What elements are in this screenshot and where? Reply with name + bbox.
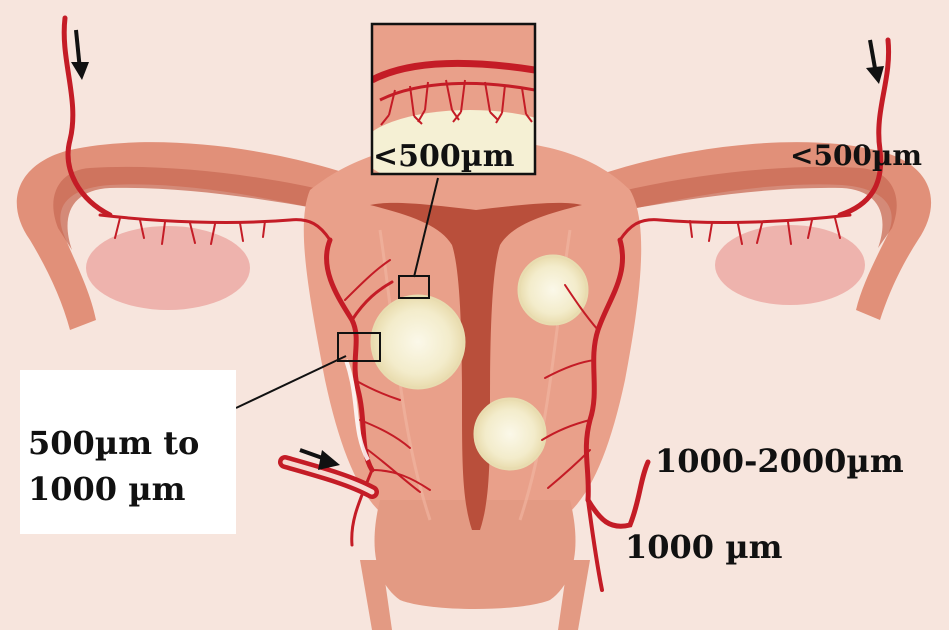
fibroid-lower-right xyxy=(475,399,545,469)
fibroid-upper-right xyxy=(519,256,587,324)
label-radial-artery-size: 500µm to 1000 µm xyxy=(28,420,228,513)
label-radial-line1: 500µm to xyxy=(28,420,228,466)
label-arcuate-artery-size: 1000-2000µm xyxy=(655,445,904,477)
label-tubal-artery-size: <500µm xyxy=(790,142,922,170)
fibroid-large xyxy=(372,296,464,388)
left-ovary xyxy=(86,226,250,310)
label-radial-line2: 1000 µm xyxy=(28,466,228,512)
label-inset-arteriole-size: <500µm xyxy=(373,142,514,172)
label-uterine-artery-size: 1000 µm xyxy=(625,531,782,563)
